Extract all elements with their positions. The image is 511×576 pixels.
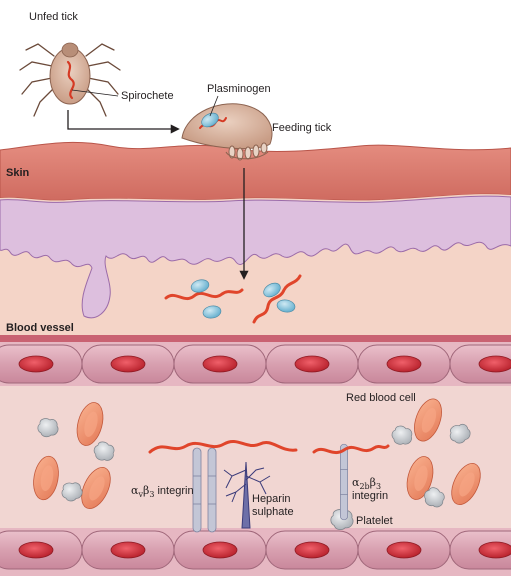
endothelial-cell-icon (0, 530, 83, 570)
labels: Unfed tick Spirochete Plasminogen Feedin… (6, 11, 416, 527)
feeding-tick (181, 103, 273, 161)
engorged-tick-icon (181, 103, 273, 161)
skin-label: Skin (6, 167, 30, 179)
endothelial-cell-icon (357, 344, 451, 384)
skin-layers (0, 141, 511, 335)
basement-membrane (0, 195, 511, 319)
integrin-avb3-label: αvβ3 integrin (131, 484, 194, 499)
heparin-label-line2: sulphate (252, 506, 294, 518)
endothelial-cell-icon (81, 344, 175, 384)
spirochete-label: Spirochete (121, 90, 174, 102)
integrin-icon (192, 447, 202, 533)
endothelial-cell-icon (0, 344, 83, 384)
dermis-spirochetes (164, 274, 302, 324)
transmission-arrow (67, 110, 180, 134)
blood-vessel (0, 335, 511, 576)
endothelial-cell-icon (449, 530, 511, 570)
endothelial-cell-icon (81, 530, 175, 570)
plasminogen-leader-line (209, 95, 219, 117)
endothelial-cell-icon (265, 344, 359, 384)
unfed-tick (19, 42, 121, 117)
integrin-icon (340, 443, 348, 521)
integrin-a2bb3-label-line2: integrin (352, 490, 388, 502)
spirochete-leader-line (71, 89, 119, 97)
endothelial-cell-icon (449, 344, 511, 384)
endothelial-cell-icon (357, 530, 451, 570)
heparin-label-line1: Heparin (252, 493, 291, 505)
endothelial-cell-icon (173, 344, 267, 384)
endothelial-cell-icon (265, 530, 359, 570)
spirochete-icon (252, 274, 302, 324)
heparin-sulphate-icon (223, 461, 271, 529)
endothelial-cell-icon (173, 530, 267, 570)
integrin-a2bb3-label: α2bβ3 (352, 476, 381, 491)
unfed-tick-label: Unfed tick (29, 11, 78, 23)
red-blood-cell-label: Red blood cell (346, 392, 416, 404)
spirochete-icon (66, 60, 75, 100)
spirochete-icon (312, 444, 390, 455)
blood-vessel-label: Blood vessel (6, 322, 74, 334)
plasminogen-label: Plasminogen (207, 83, 271, 95)
integrin-a2bb3-group (340, 443, 348, 521)
integrin-icon (207, 447, 217, 533)
top-endothelium (0, 344, 511, 384)
bottom-endothelium (0, 530, 511, 570)
feeding-tick-label: Feeding tick (272, 122, 332, 134)
platelet-label: Platelet (356, 515, 393, 527)
spirochete-icon (148, 439, 298, 454)
spirochete-icon (164, 288, 244, 301)
